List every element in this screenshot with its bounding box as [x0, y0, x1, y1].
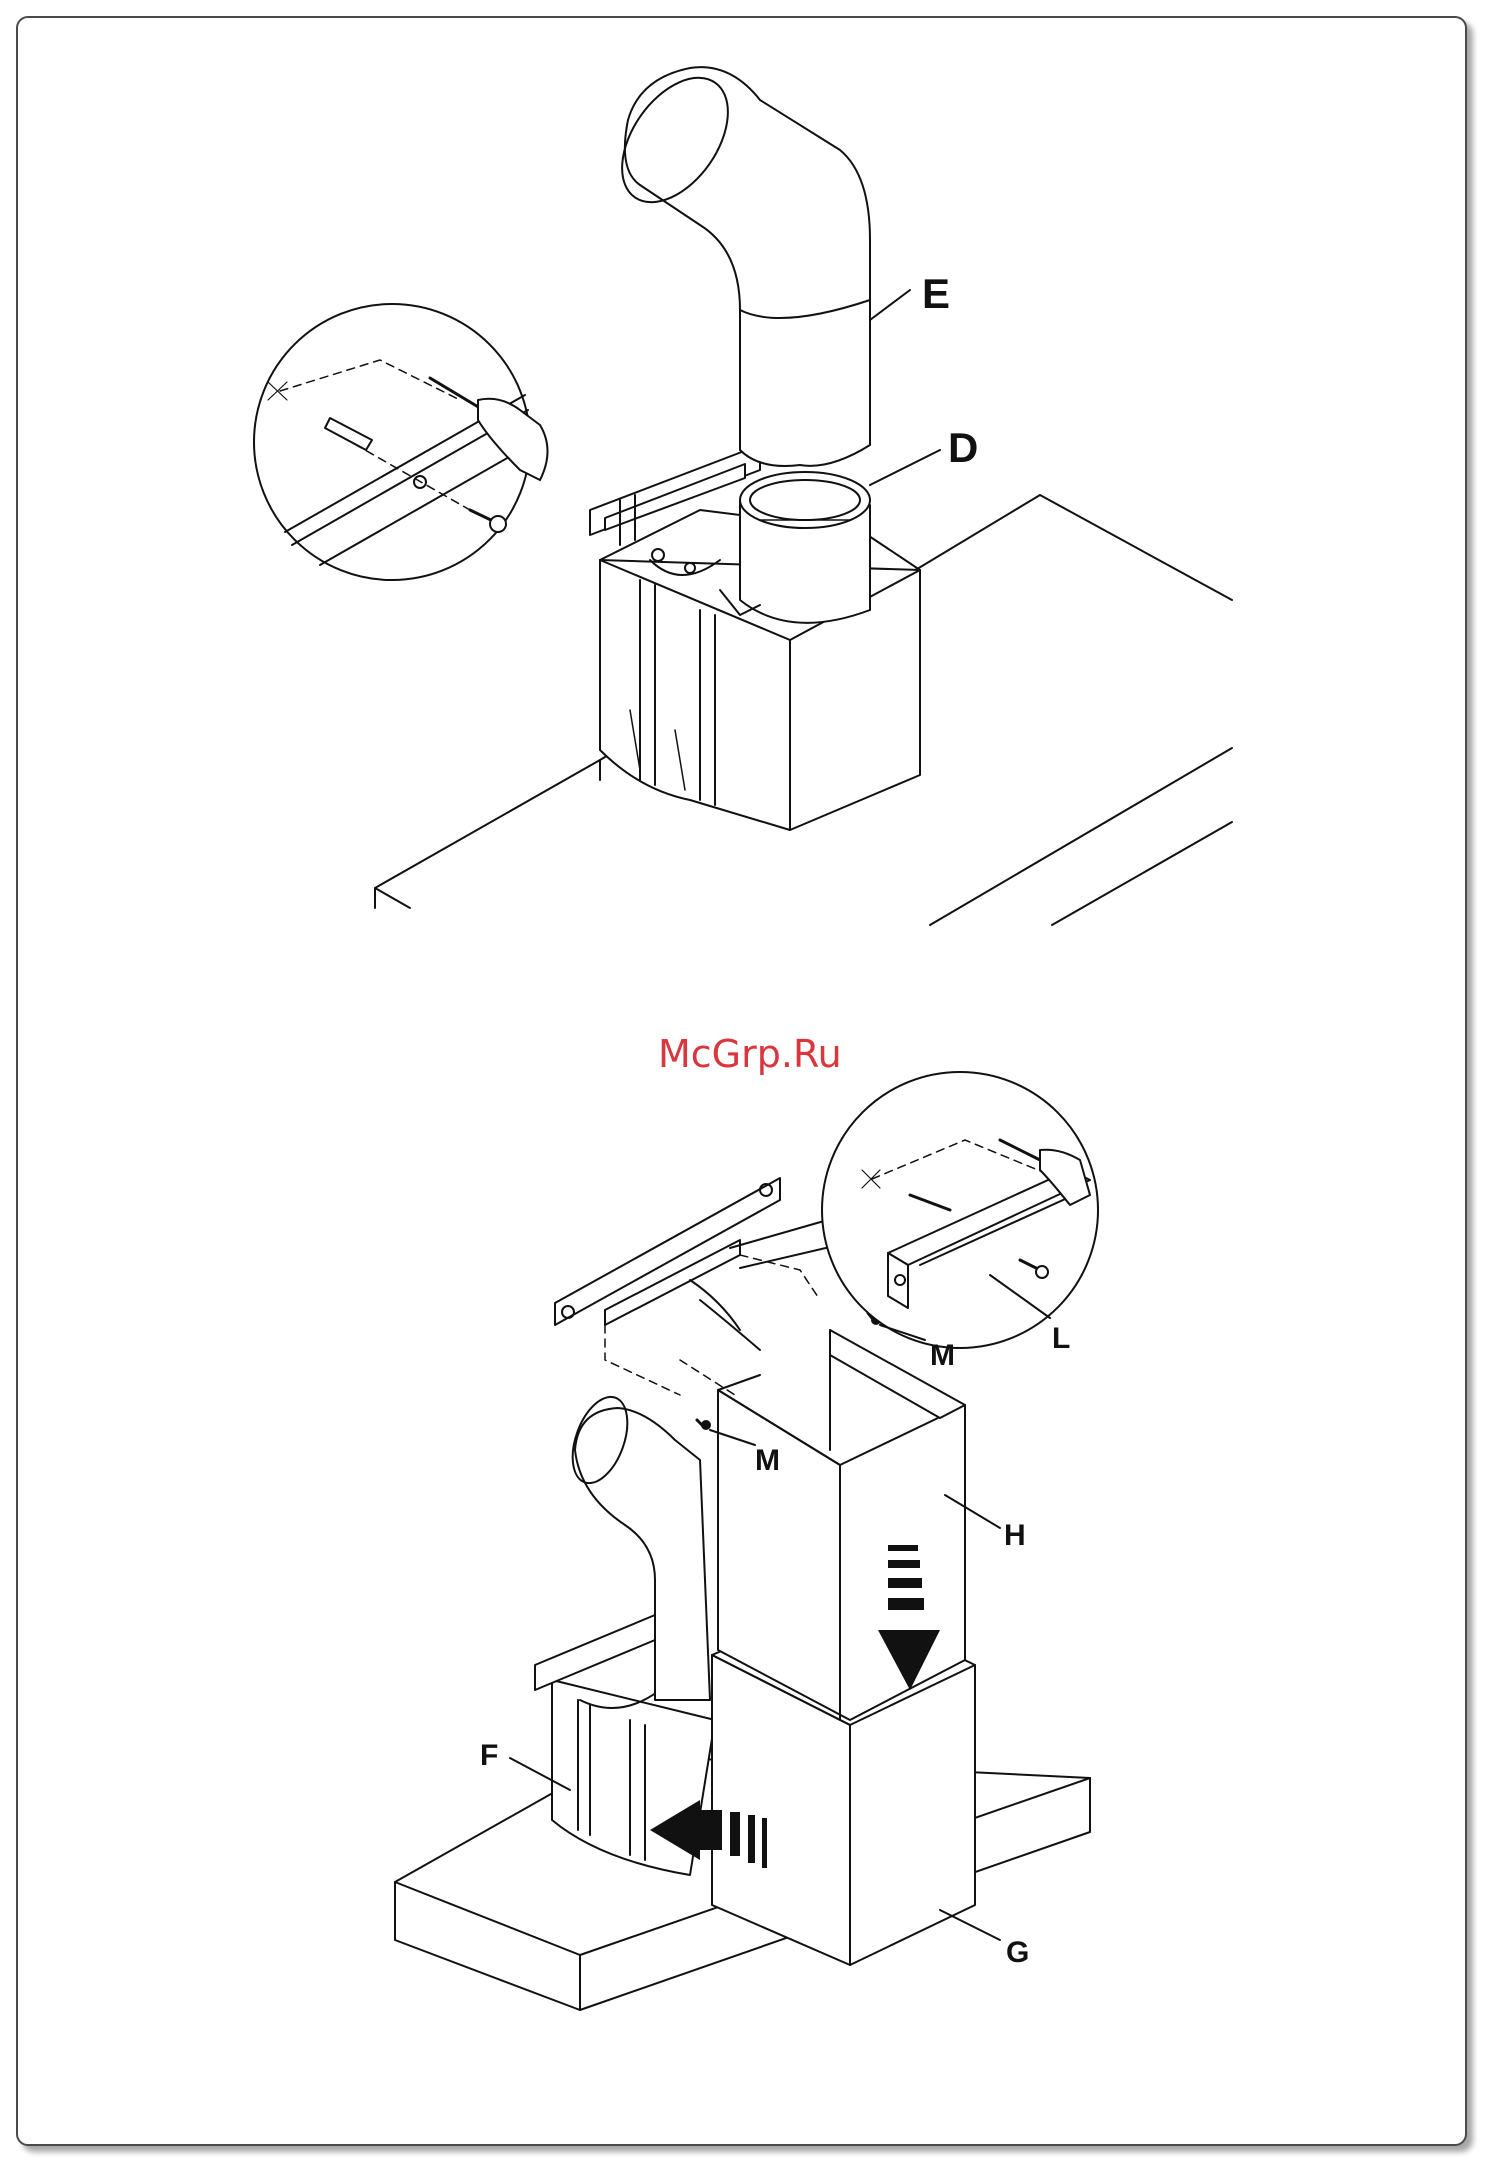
label-D: D [948, 424, 978, 471]
label-M-upper: M [930, 1339, 955, 1372]
label-M-lower: M [755, 1444, 780, 1477]
watermark-text: McGrp.Ru [658, 1032, 842, 1076]
label-G: G [1006, 1936, 1029, 1969]
wall-bracket [555, 1178, 820, 1395]
leader-G [940, 1910, 1000, 1940]
flexible-duct [600, 59, 870, 466]
label-H: H [1004, 1519, 1026, 1552]
detail-circle-drilling [254, 304, 548, 580]
screw-M-lower [697, 1420, 710, 1429]
leader-D [870, 450, 940, 485]
label-F: F [480, 1739, 498, 1772]
figure-top: E D [254, 59, 1232, 925]
mounting-bracket [590, 445, 760, 575]
label-E: E [922, 270, 950, 317]
label-L: L [1052, 1322, 1070, 1355]
outlet-collar [720, 472, 870, 623]
chimney-upper [718, 1330, 965, 1720]
figure-bottom: M L M H F G [395, 1072, 1098, 2010]
leader-E [870, 290, 910, 320]
detail-circle-bracket [822, 1072, 1098, 1348]
